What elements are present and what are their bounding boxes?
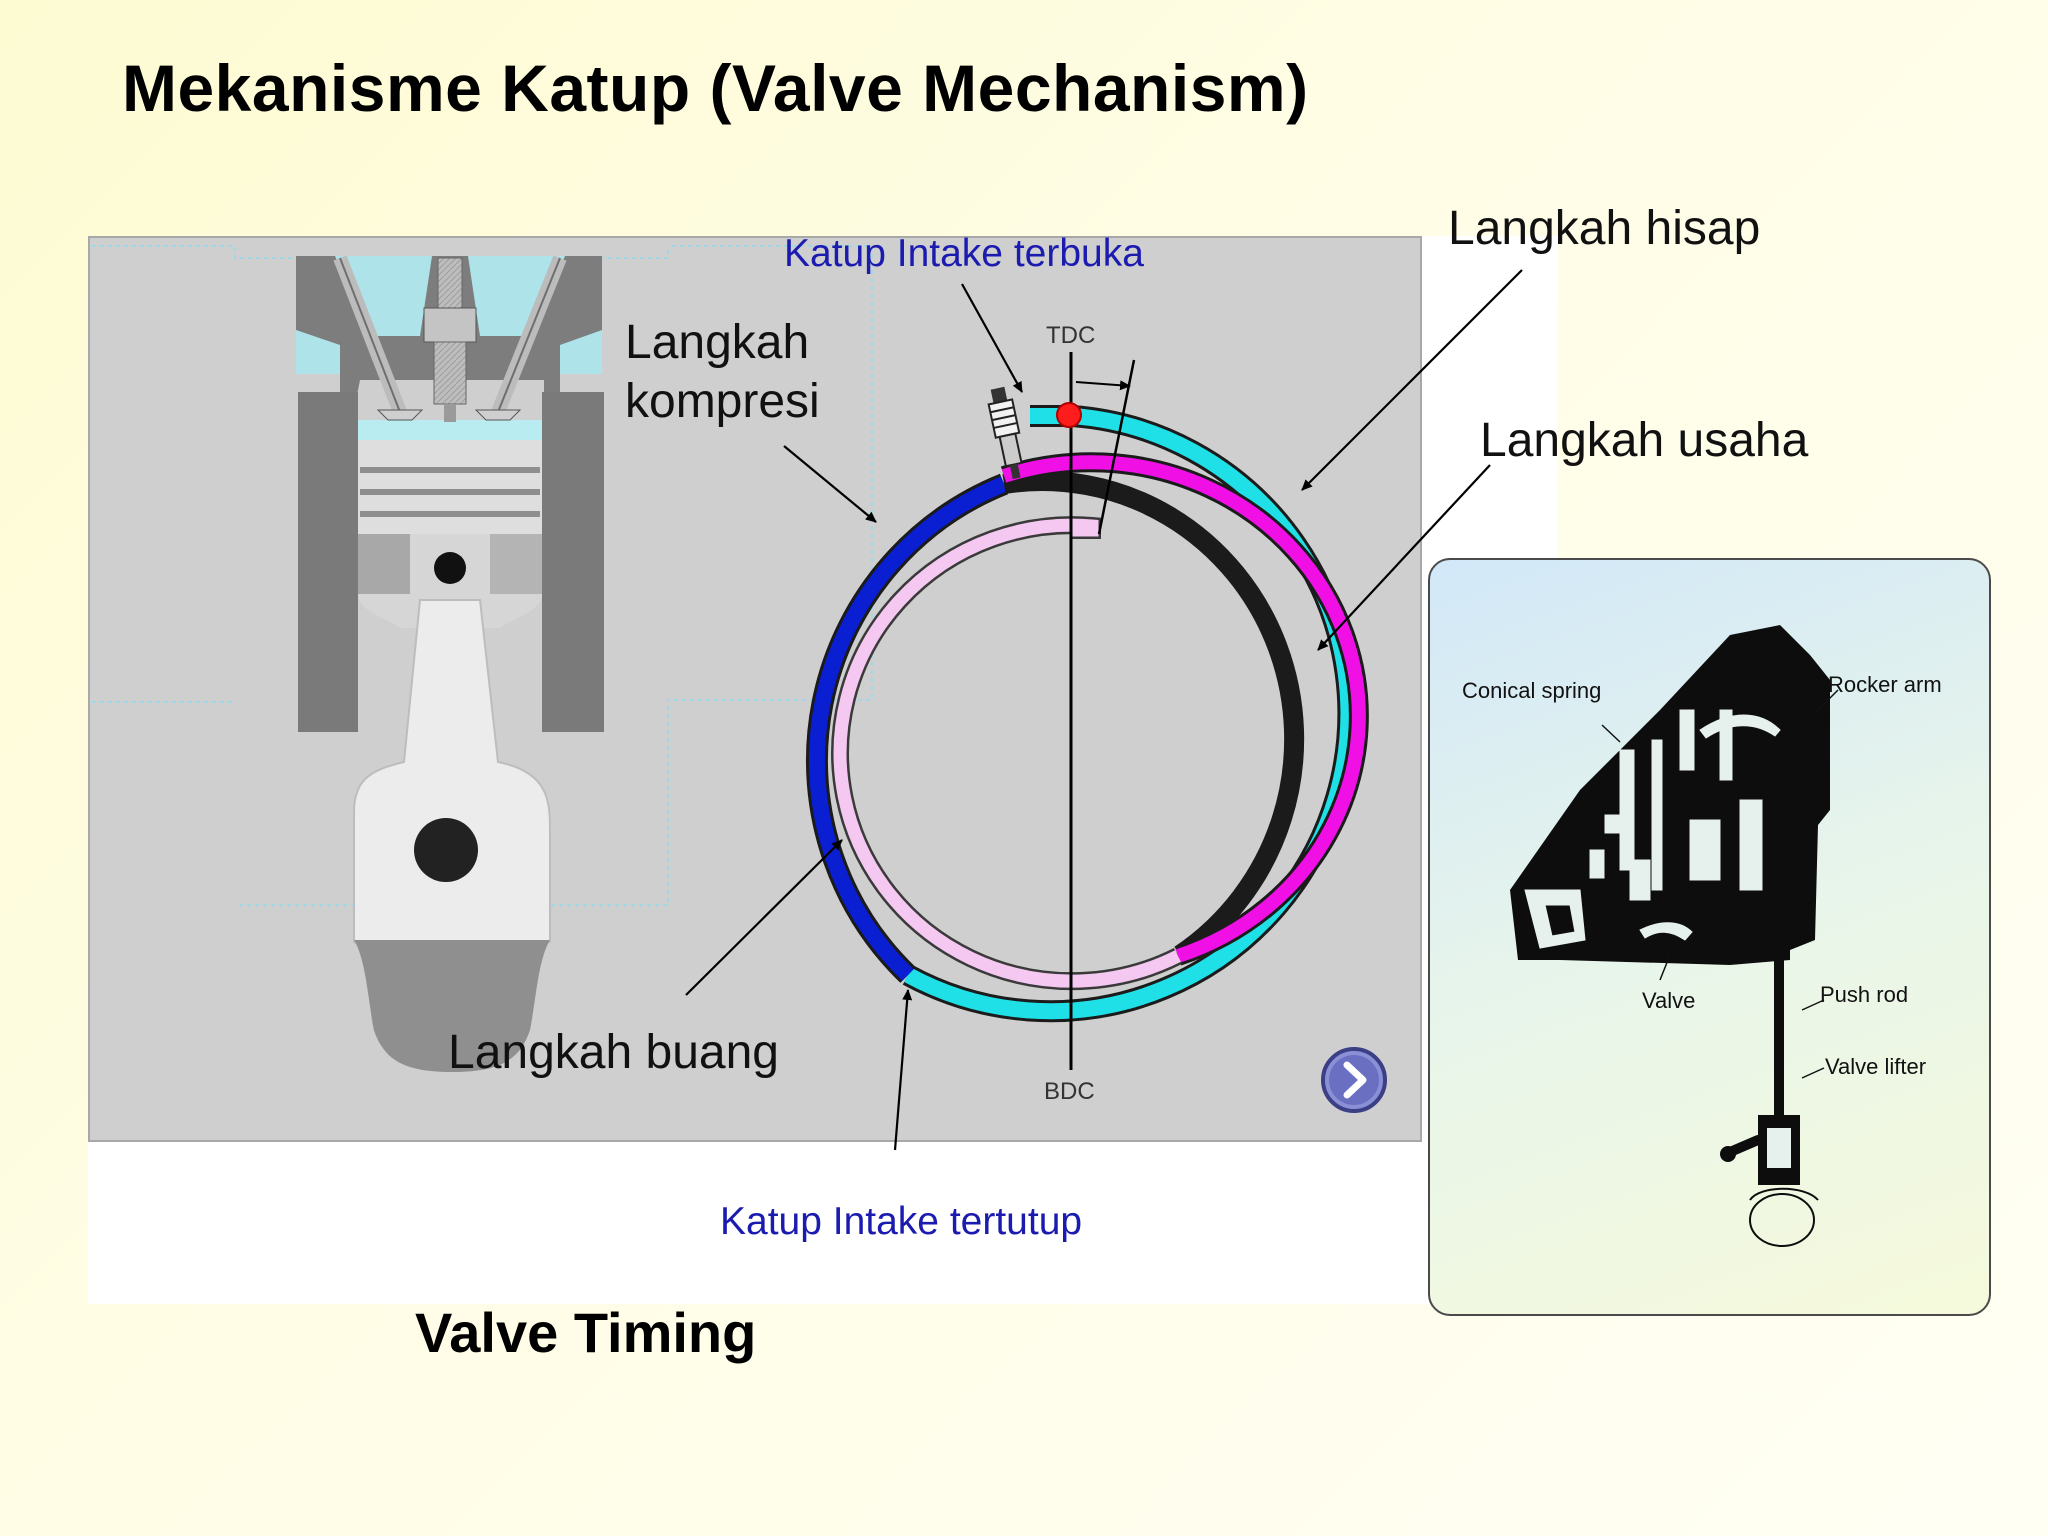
intake-open-label: Katup Intake terbuka (784, 232, 1144, 275)
next-button[interactable] (1320, 1046, 1388, 1114)
bdc-label: BDC (1044, 1078, 1095, 1105)
compression-stroke-arc (808, 476, 1007, 981)
slide-title: Mekanisme Katup (Valve Mechanism) (122, 51, 1309, 125)
frame-guides (92, 245, 873, 906)
tdc-marker-dot (1056, 402, 1082, 428)
valve-timing-circle (805, 352, 1369, 1070)
chevron-right-icon (1321, 1047, 1387, 1113)
valve-label: Valve (1642, 988, 1696, 1013)
compression-label-line-2: kompresi (625, 374, 820, 428)
intake-stroke-label: Langkah hisap (1448, 202, 1761, 255)
valve-lifter-label: Valve lifter (1825, 1054, 1927, 1079)
valve-train-illustration (1510, 625, 1839, 1247)
power-stroke-label: Langkah usaha (1480, 414, 1809, 467)
tdc-label: TDC (1046, 322, 1096, 349)
engine-cylinder-illustration (296, 255, 604, 1072)
exhaust-stroke-arc (833, 518, 1181, 988)
valve-train-inset: Conical spring Rocker arm Valve Push rod… (1428, 558, 1991, 1316)
conical-spring-label: Conical spring (1462, 678, 1602, 703)
slide-subtitle: Valve Timing (415, 1301, 757, 1364)
rocker-arm-label: Rocker arm (1828, 672, 1942, 697)
compression-label-line-1: Langkah (625, 316, 810, 369)
spark-plug-icon (987, 386, 1023, 480)
power-stroke-arc (1001, 455, 1366, 963)
leader-arrows (685, 269, 1523, 1151)
exhaust-stroke-label: Langkah buang (448, 1026, 779, 1079)
intake-closed-label: Katup Intake tertutup (720, 1200, 1083, 1243)
push-rod-label: Push rod (1820, 982, 1909, 1007)
compression-stroke-label: Langkah kompresi (625, 314, 820, 431)
